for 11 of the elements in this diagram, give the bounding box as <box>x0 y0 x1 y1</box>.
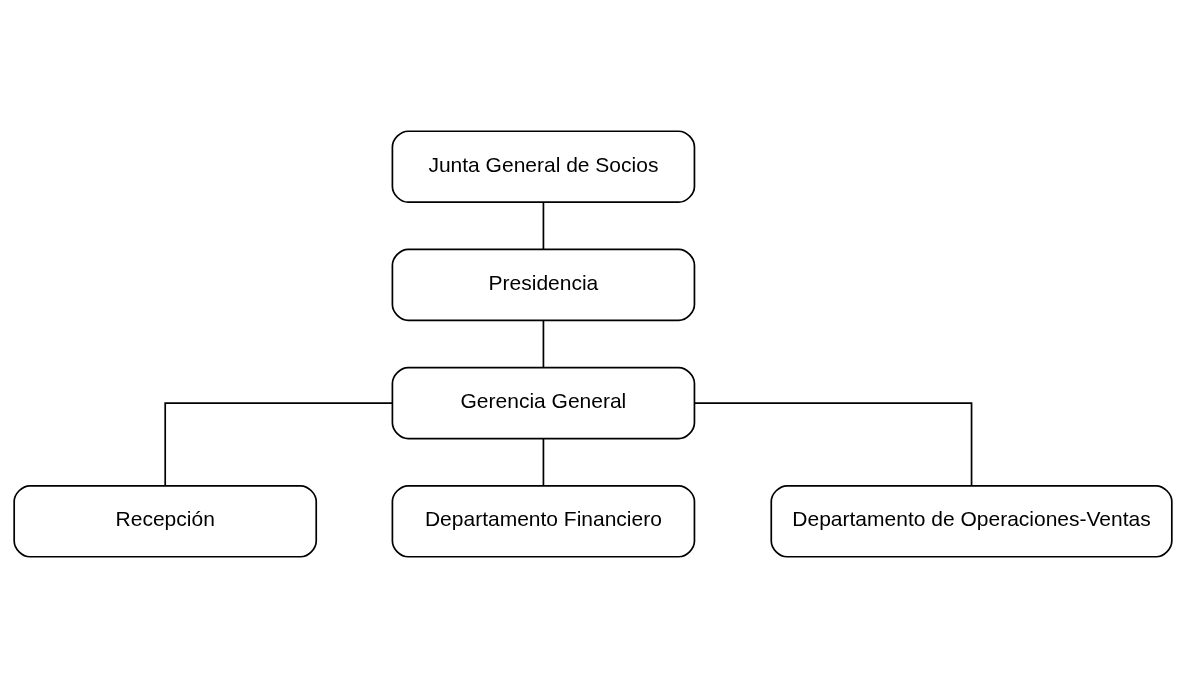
node-box: Presidencia <box>391 248 696 322</box>
node-box: Departamento de Operaciones-Ventas <box>770 484 1173 558</box>
connector <box>542 319 545 369</box>
connector <box>542 201 545 250</box>
node-box: Gerencia General <box>391 366 696 440</box>
node-box: Departamento Financiero <box>391 484 696 558</box>
node-box: Recepción <box>13 484 318 558</box>
connector <box>164 402 394 487</box>
node-box: Junta General de Socios <box>391 130 696 204</box>
connector <box>542 437 545 487</box>
connector <box>694 402 973 487</box>
